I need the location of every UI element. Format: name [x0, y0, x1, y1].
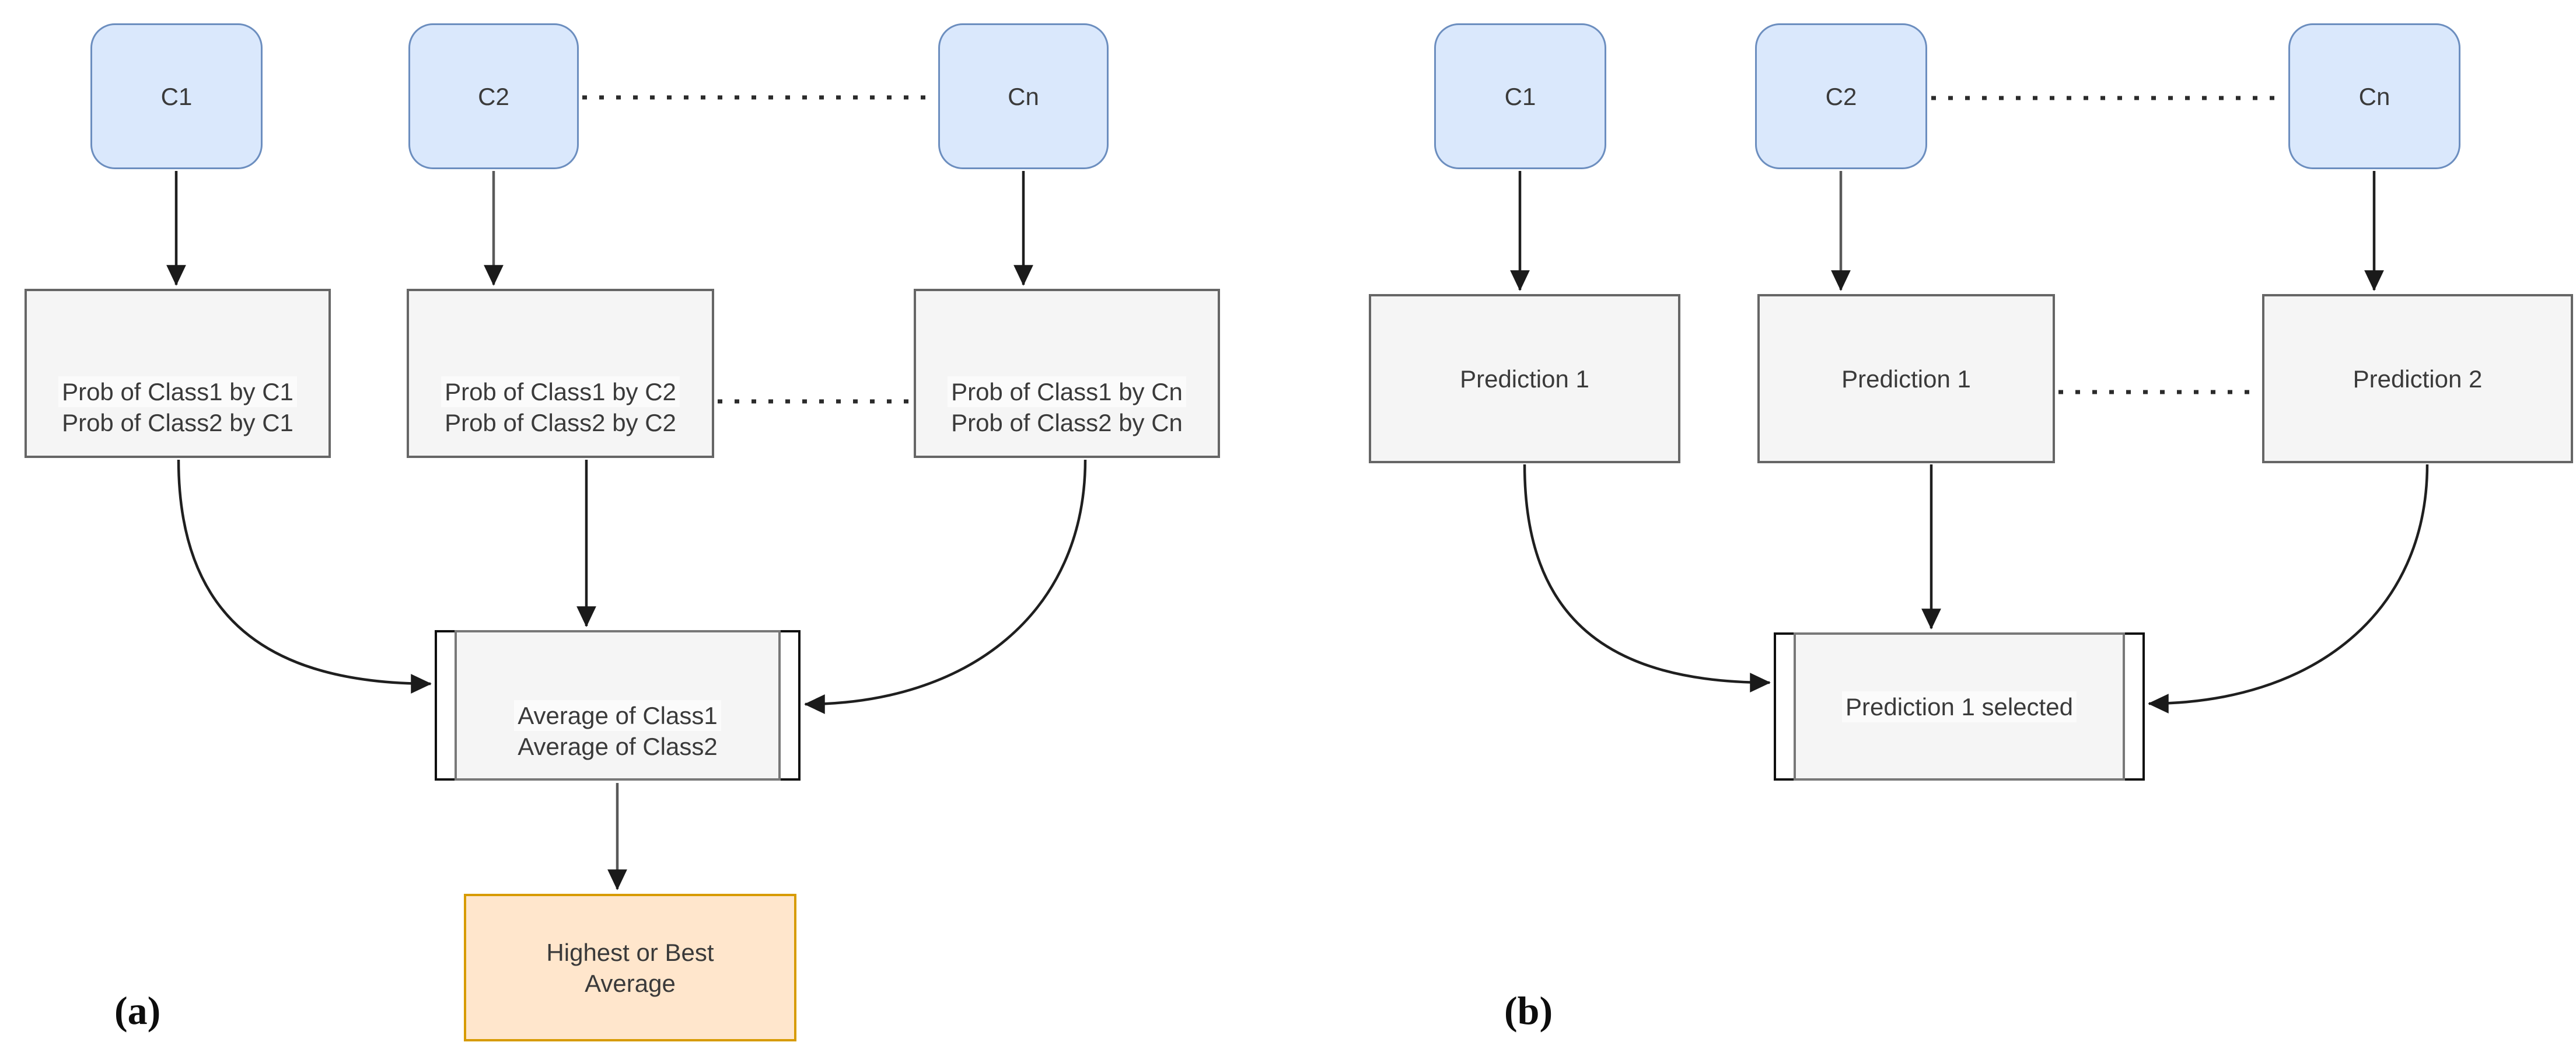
classifier-box-b-cn: Cn — [2288, 23, 2460, 169]
prediction-box-3: Prediction 2 — [2262, 294, 2573, 463]
prob-box-1: Prob of Class1 by C1 Prob of Class2 by C… — [25, 289, 331, 458]
prediction-label: Prediction 2 — [2353, 365, 2483, 393]
selected-process-inner: Prediction 1 selected — [1794, 632, 2125, 781]
selected-process-box: Prediction 1 selected — [1774, 632, 2145, 781]
average-line-1: Average of Class1 — [514, 700, 721, 731]
classifier-label: C2 — [1825, 82, 1857, 110]
classifier-box-a-c2: C2 — [408, 23, 579, 169]
prob-box-3: Prob of Class1 by Cn Prob of Class2 by C… — [914, 289, 1220, 458]
result-line-2: Average — [585, 969, 676, 997]
average-process-inner: Average of Class1 Average of Class2 — [455, 630, 781, 781]
classifier-label: Cn — [2358, 82, 2390, 110]
result-box: Highest or Best Average — [464, 894, 796, 1041]
classifier-label: Cn — [1008, 82, 1039, 110]
selected-label: Prediction 1 selected — [1842, 691, 2077, 722]
prob-line-2: Prob of Class2 by Cn — [951, 409, 1183, 436]
average-line-2: Average of Class2 — [518, 733, 718, 760]
classifier-label: C2 — [478, 82, 509, 110]
average-process-box: Average of Class1 Average of Class2 — [435, 630, 801, 781]
panel-b-label: (b) — [1504, 988, 1553, 1033]
classifier-box-a-cn: Cn — [938, 23, 1109, 169]
prediction-label: Prediction 1 — [1841, 365, 1971, 393]
prediction-box-1: Prediction 1 — [1369, 294, 1680, 463]
curve-a-prob3-to-average — [804, 459, 1087, 714]
curve-b-pred3-to-selected — [2148, 464, 2429, 714]
result-line-1: Highest or Best — [546, 938, 714, 966]
prob-line-1: Prob of Class1 by C2 — [441, 376, 680, 407]
prob-line-1: Prob of Class1 by C1 — [58, 376, 297, 407]
prob-box-2: Prob of Class1 by C2 Prob of Class2 by C… — [407, 289, 714, 458]
panel-a-label: (a) — [114, 988, 161, 1033]
prob-line-1: Prob of Class1 by Cn — [948, 376, 1186, 407]
curve-a-prob1-to-average — [177, 459, 432, 694]
prediction-box-2: Prediction 1 — [1757, 294, 2055, 463]
classifier-box-b-c2: C2 — [1755, 23, 1927, 169]
classifier-label: C1 — [160, 82, 193, 110]
prob-line-2: Prob of Class2 by C1 — [62, 409, 293, 436]
classifier-box-a-c1: C1 — [90, 23, 263, 169]
classifier-label: C1 — [1504, 82, 1536, 110]
classifier-box-b-c1: C1 — [1434, 23, 1606, 169]
prob-line-2: Prob of Class2 by C2 — [445, 409, 676, 436]
curve-b-pred1-to-selected — [1523, 464, 1771, 693]
prediction-label: Prediction 1 — [1460, 365, 1589, 393]
